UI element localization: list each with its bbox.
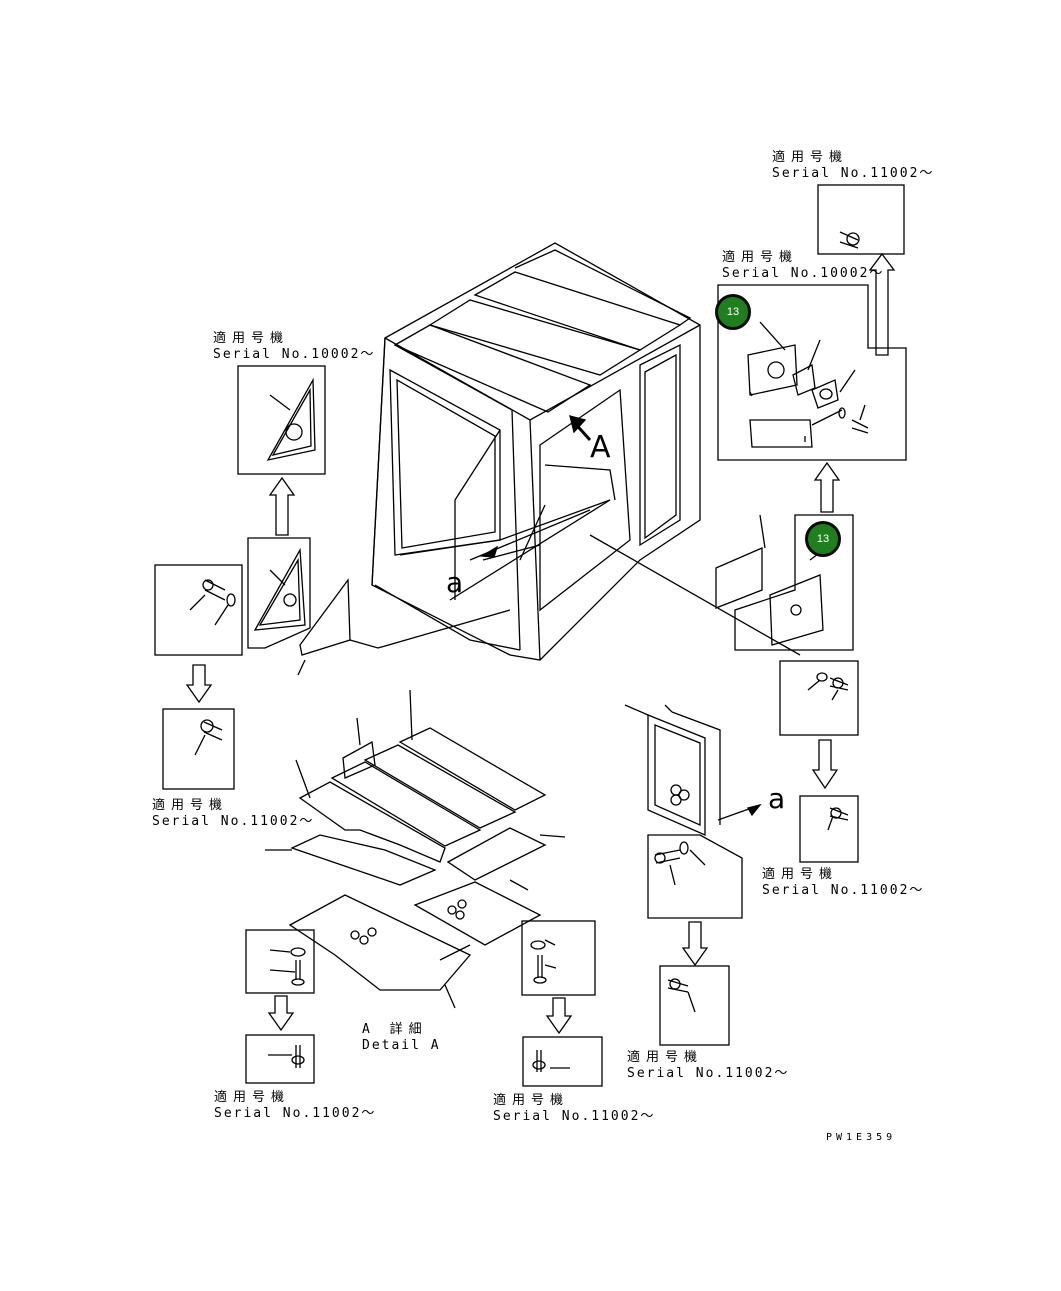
down-arrow-detail-left xyxy=(267,995,295,1032)
view-marker-a-cab: a xyxy=(446,566,464,599)
right-bolt-box-2 xyxy=(799,795,859,863)
detail-a-left-bolt-box-2 xyxy=(245,1034,315,1084)
left-triangle-panel xyxy=(247,537,311,649)
up-arrow-right-top xyxy=(868,252,896,356)
door-bolt-box-2 xyxy=(659,965,730,1046)
left-bolt-box-2 xyxy=(162,708,235,790)
right-top-bolt-box xyxy=(817,184,905,255)
left-triangle-detail-top xyxy=(237,365,326,475)
left-glass-strip xyxy=(297,578,511,676)
detail-a-right-bolt-box xyxy=(521,920,596,996)
view-arrow-a xyxy=(469,509,591,561)
down-arrow-right xyxy=(811,739,839,790)
view-marker-A: A xyxy=(590,430,611,465)
drawing-code: PW1E359 xyxy=(826,1132,897,1143)
right-bolt-box xyxy=(779,660,859,736)
door-panel xyxy=(624,704,762,836)
left-bolt-box xyxy=(154,564,243,656)
floor-mats xyxy=(265,689,566,1009)
down-arrow-detail-right xyxy=(545,997,573,1035)
up-arrow-right xyxy=(813,461,841,513)
down-arrow-left xyxy=(185,664,213,704)
detail-a-left-bolt-box xyxy=(245,929,315,994)
right-loose-panel xyxy=(589,514,801,656)
door-bolt-box xyxy=(647,834,743,919)
detail-a-right-bolt-box-2 xyxy=(522,1036,603,1087)
down-arrow-door xyxy=(681,921,709,967)
view-arrow-A xyxy=(569,415,592,442)
callout-13-top[interactable]: 13 xyxy=(715,294,751,330)
up-arrow-left xyxy=(268,476,296,536)
operator-cab xyxy=(371,242,701,661)
callout-13-bottom[interactable]: 13 xyxy=(805,521,841,557)
right-plate-detail xyxy=(717,284,907,461)
view-marker-a-door: a xyxy=(768,782,786,815)
